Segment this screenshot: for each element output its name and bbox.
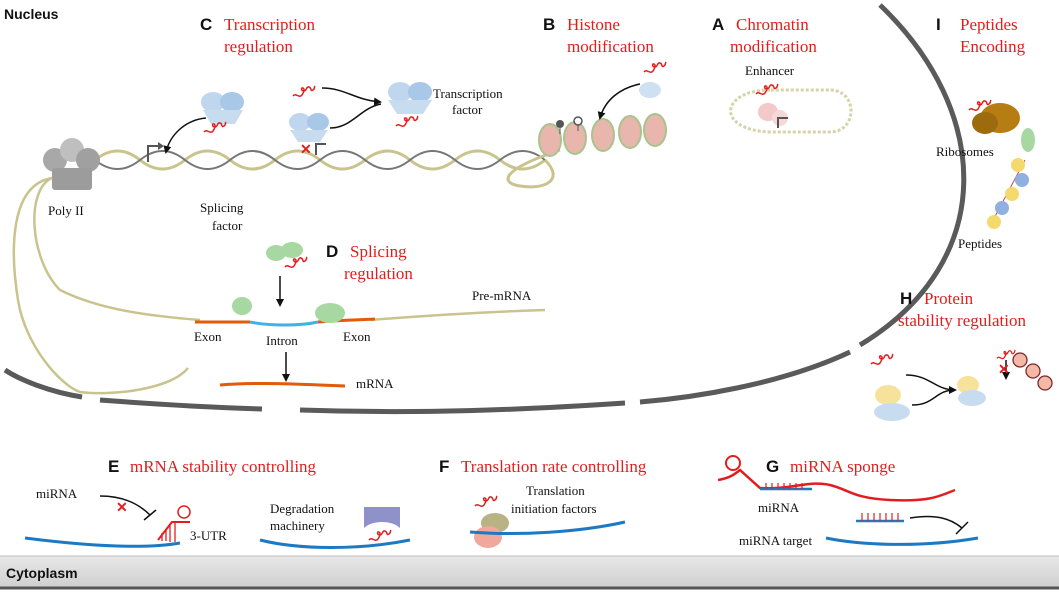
utr-label: 3-UTR xyxy=(190,528,227,543)
poly-ii-label: Poly II xyxy=(48,203,84,218)
panel-a: A Chromatin modification Enhancer xyxy=(712,15,853,134)
transcription-factor-icon-right xyxy=(388,82,432,114)
cytoplasm-label: Cytoplasm xyxy=(6,565,78,581)
panel-i: I Peptides Encoding Ribosomes Peptides xyxy=(936,15,1035,251)
panel-i-letter: I xyxy=(936,15,941,34)
degradation-machinery-icon xyxy=(364,507,400,528)
ribosome-icon xyxy=(972,103,1020,134)
peptides-label: Peptides xyxy=(958,236,1002,251)
nuclear-envelope xyxy=(3,3,967,415)
block-mark-icon: ✕ xyxy=(116,499,128,515)
dna-helix xyxy=(94,148,561,189)
target-protein-icon xyxy=(875,385,901,405)
panel-b: B Histone modification xyxy=(538,15,667,157)
ribosomes-label: Ribosomes xyxy=(936,144,994,159)
mrna-label: mRNA xyxy=(356,376,394,391)
panel-a-title-line2: modification xyxy=(730,37,817,56)
panel-c-title-line2: regulation xyxy=(224,37,293,56)
cytoplasm-band xyxy=(0,556,1059,588)
mrna-strand-e2 xyxy=(259,538,411,549)
panel-h-title-line2: stability regulation xyxy=(898,311,1026,330)
panel-c-title-line1: Transcription xyxy=(224,15,315,34)
exon-left-label: Exon xyxy=(194,329,222,344)
panel-d-title-line2: regulation xyxy=(344,264,413,283)
panel-i-title-line1: Peptides xyxy=(960,15,1018,34)
panel-f-title: Translation rate controlling xyxy=(461,457,647,476)
splicing-factor-label-line2: factor xyxy=(212,218,243,233)
e-mirna-label: miRNA xyxy=(36,486,78,501)
splicing-factor-icon xyxy=(266,242,303,261)
mrna-strand-g xyxy=(825,536,979,546)
panel-e-title: mRNA stability controlling xyxy=(130,457,317,476)
tif-label-line2: initiation factors xyxy=(511,501,597,516)
pre-mrna-label: Pre-mRNA xyxy=(472,288,532,303)
mirna-target-label: miRNA target xyxy=(739,533,812,548)
peptide-chain xyxy=(987,158,1029,229)
nucleosomes xyxy=(538,113,667,157)
panel-a-letter: A xyxy=(712,15,724,34)
intron xyxy=(249,320,319,327)
panel-h-title-line1: Protein xyxy=(924,289,974,308)
panel-g-title: miRNA sponge xyxy=(790,457,895,476)
block-mark-icon: ✕ xyxy=(998,361,1010,377)
splicing-factor-label-line1: Splicing xyxy=(200,200,244,215)
mrna-strand-f xyxy=(469,520,626,536)
mrna-strand xyxy=(219,381,346,388)
panel-c: C Transcription regulation Poly II xyxy=(43,15,561,218)
panel-b-letter: B xyxy=(543,15,555,34)
panel-f-letter: F xyxy=(439,457,449,476)
degradation-label-line2: machinery xyxy=(270,518,325,533)
panel-g-letter: G xyxy=(766,457,779,476)
transcription-factor-icon-left xyxy=(201,92,244,124)
block-mark-icon: ✕ xyxy=(300,141,312,157)
transcription-factor-icon-center xyxy=(289,113,329,142)
panel-h-letter: H xyxy=(900,289,912,308)
panel-h: H Protein stability regulation ✕ xyxy=(870,289,1053,421)
tf-label-line2: factor xyxy=(452,102,483,117)
panel-d: Splicing factor D Splicing regulation Pr… xyxy=(12,176,546,395)
panel-f: F Translation rate controlling Translati… xyxy=(439,457,647,548)
chromatin-loop xyxy=(729,88,853,134)
lncrna-3utr-binding xyxy=(157,505,191,542)
panel-d-letter: D xyxy=(326,242,338,261)
sponge-lncrna xyxy=(717,455,956,502)
tif-label-line1: Translation xyxy=(526,483,585,498)
panel-b-title-line1: Histone xyxy=(567,15,620,34)
g-mirna-label: miRNA xyxy=(758,500,800,515)
ubiquitin-chain-icon xyxy=(1012,352,1053,391)
panel-d-title-line1: Splicing xyxy=(350,242,407,261)
panel-e: E mRNA stability controlling miRNA ✕ 3-U… xyxy=(24,457,411,549)
panel-b-title-line2: modification xyxy=(567,37,654,56)
panel-i-title-line2: Encoding xyxy=(960,37,1026,56)
panel-a-title-line1: Chromatin xyxy=(736,15,809,34)
poly-ii-icon xyxy=(43,138,100,190)
tf-label-line1: Transcription xyxy=(433,86,503,101)
intron-label: Intron xyxy=(266,333,298,348)
enhancer-label: Enhancer xyxy=(745,63,795,78)
promoter-arrow xyxy=(147,145,160,162)
nucleus-label: Nucleus xyxy=(4,6,59,22)
exon-right-label: Exon xyxy=(343,329,371,344)
panel-e-letter: E xyxy=(108,457,119,476)
mrna-strand-e xyxy=(24,536,181,548)
panel-g: G miRNA sponge miRNA miRNA target xyxy=(717,455,979,548)
degradation-label-line1: Degradation xyxy=(270,501,335,516)
panel-c-letter: C xyxy=(200,15,212,34)
histone-modifier-icon xyxy=(639,82,661,98)
